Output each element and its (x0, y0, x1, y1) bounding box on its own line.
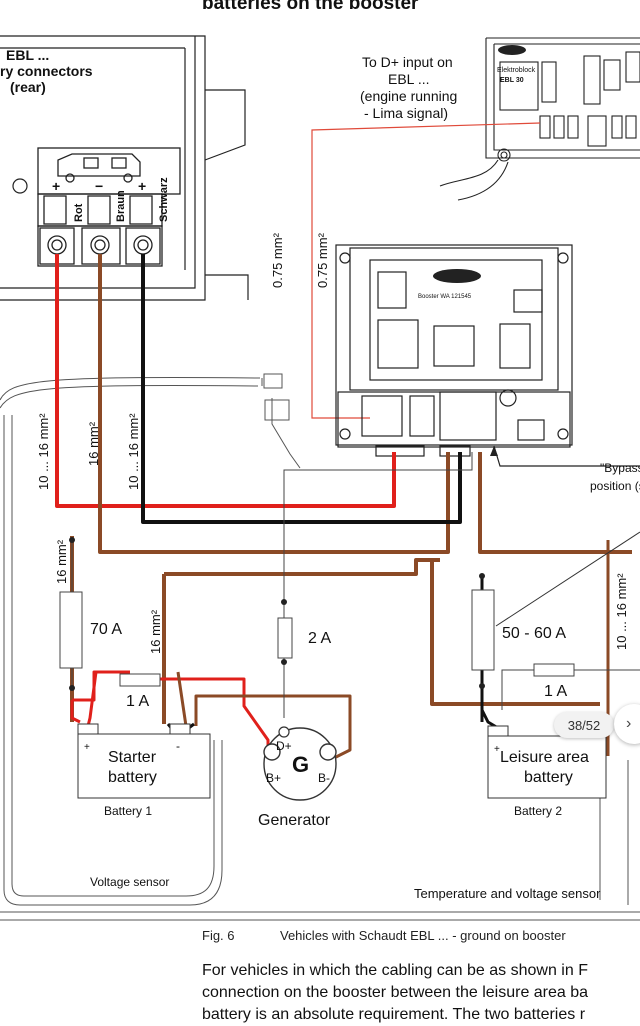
body-paragraph: For vehicles in which the cabling can be… (202, 960, 640, 1026)
generator-g: G (292, 752, 309, 777)
temp-voltage-sensor-label: Temperature and voltage sensor (414, 886, 601, 901)
red-wire-booster (55, 254, 396, 508)
wire-label-16-left: 16 mm² (54, 539, 69, 584)
starter-battery-label-1: Starter (108, 749, 157, 766)
generator-label: Generator (258, 812, 331, 829)
sensor-cables (0, 373, 640, 921)
wire-label-braun: Braun (115, 190, 127, 222)
fuse-70a-label: 70 A (90, 621, 122, 638)
wire-label-075-b: 0.75 mm² (315, 232, 330, 288)
d-plus-label-3: (engine running (360, 88, 457, 104)
svg-text:-: - (176, 739, 180, 753)
svg-text:+: + (494, 744, 500, 755)
fuse-50-60a (471, 573, 495, 689)
ebl-connector-block (37, 147, 181, 267)
brown-wire-booster (98, 254, 450, 554)
next-page-icon: › (626, 715, 632, 732)
wire-label-rot: Rot (73, 203, 85, 222)
leisure-battery-label-2: battery (524, 769, 573, 786)
starter-battery (77, 723, 211, 799)
figure-caption: Fig. 6 Vehicles with Schaudt EBL ... - gr… (202, 928, 566, 943)
minus-sign: − (95, 178, 103, 194)
battery-1-label: Battery 1 (104, 804, 152, 818)
fuse-1a-left (119, 673, 161, 687)
wire-label-16-mid: 16 mm² (148, 609, 163, 654)
ebl-connectors-label-1: EBL ... (6, 47, 49, 63)
generator-dplus-wire (283, 452, 473, 718)
fuse-50-60a-label: 50 - 60 A (502, 625, 566, 642)
wire-label-10-16-a: 10 ... 16 mm² (36, 413, 51, 490)
wire-label-075-a: 0.75 mm² (270, 232, 285, 288)
black-wire-booster (141, 254, 462, 524)
fuse-1a-right-label: 1 A (544, 683, 567, 700)
voltage-sensor-label: Voltage sensor (90, 875, 169, 889)
fuse-2a (277, 599, 293, 665)
ebl-brand: Elektroblock (497, 67, 536, 74)
main-wires (55, 254, 632, 762)
fuse-1a-right (501, 663, 640, 710)
next-page-button[interactable]: › (614, 704, 640, 744)
figure-number: Fig. 6 (202, 928, 235, 943)
d-plus-label-2: EBL ... (388, 71, 430, 87)
figure-caption-text: Vehicles with Schaudt EBL ... - ground o… (280, 928, 566, 943)
generator (263, 726, 337, 801)
booster-unit (335, 244, 573, 457)
leisure-battery-label-1: Leisure area (500, 749, 589, 766)
page-counter: 38/52 (554, 712, 614, 738)
page-title: batteries on the booster (202, 0, 419, 14)
ebl-rear-housing (0, 35, 249, 301)
ebl-connectors-label-2: ry connectors (0, 63, 93, 79)
ebl-model: EBL 30 (500, 77, 524, 84)
wire-label-16-b: 16 mm² (86, 421, 101, 466)
plus-sign-2: + (138, 178, 146, 194)
fuse-2a-label: 2 A (308, 630, 331, 647)
plus-sign-1: + (52, 178, 60, 194)
fuse-1a-left-label: 1 A (126, 693, 149, 710)
generator-bplus: B+ (266, 771, 281, 785)
fuse-70a (59, 537, 83, 691)
d-plus-label-1: To D+ input on (362, 54, 453, 70)
generator-dplus: D+ (276, 739, 292, 753)
bypass-arrow-head (490, 446, 498, 456)
booster-model: Booster WA 121545 (418, 294, 472, 300)
svg-text:+: + (84, 742, 90, 753)
d-plus-label-4: - Lima signal) (364, 105, 448, 121)
battery-2-label: Battery 2 (514, 804, 562, 818)
body-line-1: For vehicles in which the cabling can be… (202, 962, 588, 979)
generator-bminus: B- (318, 771, 330, 785)
ebl-connectors-label-3: (rear) (10, 79, 46, 95)
starter-battery-label-2: battery (108, 769, 157, 786)
bypass-label-2: position (s (590, 479, 640, 493)
d-plus-signal-wire (311, 122, 541, 419)
ebl-30-unit (439, 37, 640, 201)
bypass-label-1: "Bypass (600, 461, 640, 475)
wire-label-schwarz: Schwarz (158, 177, 170, 222)
body-line-3: battery is an absolute requirement. The … (202, 1006, 586, 1023)
body-line-2: connection on the booster between the le… (202, 984, 589, 1001)
wire-label-10-16-c: 10 ... 16 mm² (126, 413, 141, 490)
wire-label-10-16-right: 10 ... 16 mm² (614, 573, 629, 650)
